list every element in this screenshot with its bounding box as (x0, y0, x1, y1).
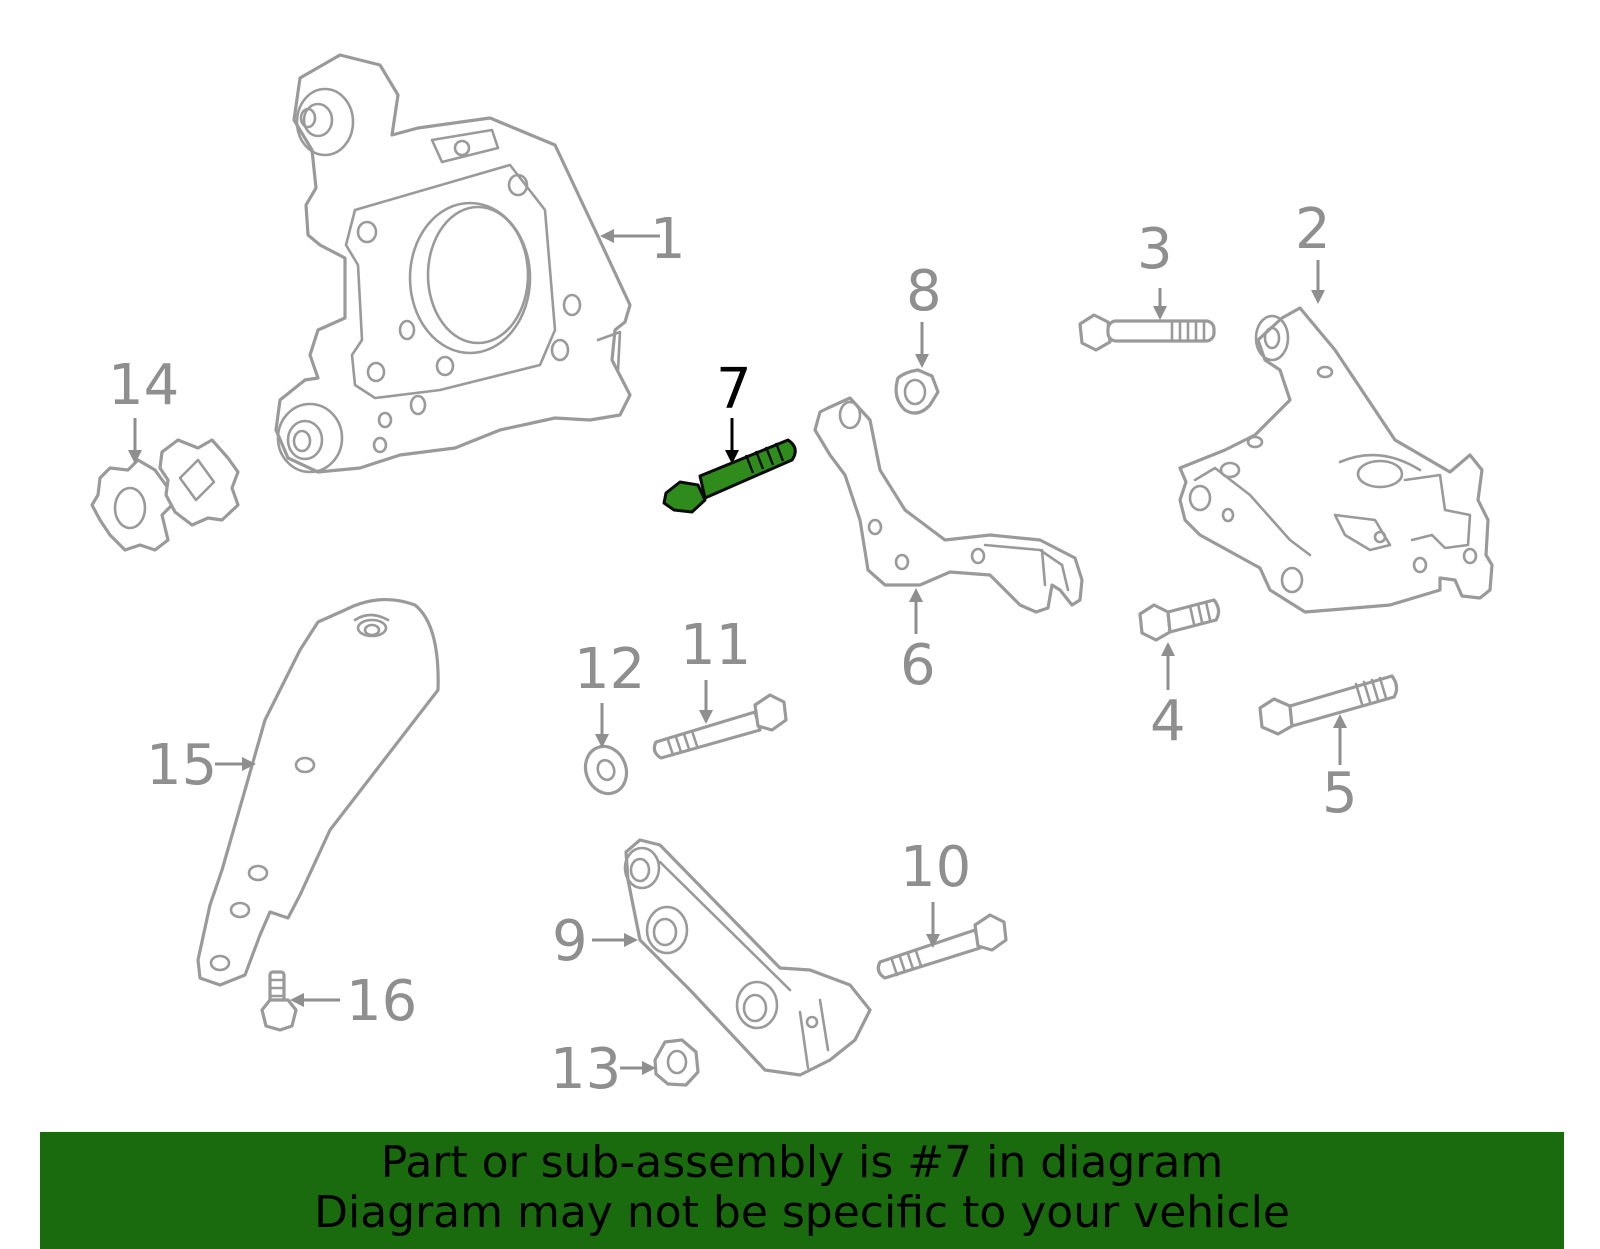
callout-2[interactable]: 2 (1295, 197, 1331, 262)
part-3-bolt[interactable] (1078, 313, 1216, 352)
callout-13[interactable]: 13 (550, 1037, 621, 1102)
callout-1[interactable]: 1 (650, 207, 686, 272)
banner-line-2: Diagram may not be specific to your vehi… (314, 1187, 1290, 1238)
callout-11[interactable]: 11 (680, 613, 751, 678)
callout-16[interactable]: 16 (346, 969, 417, 1034)
part-15-trailing-arm[interactable] (196, 597, 440, 987)
part-13-nut[interactable] (653, 1038, 700, 1087)
part-9-lower-arm[interactable] (623, 838, 872, 1077)
callout-15[interactable]: 15 (146, 733, 217, 798)
part-11-bolt[interactable] (652, 693, 788, 760)
callout-14[interactable]: 14 (108, 353, 179, 418)
part-4-bolt[interactable] (1138, 598, 1221, 642)
parts-diagram: 1 2 3 4 5 6 7 8 9 10 11 12 13 14 15 16 (90, 53, 1494, 1102)
callout-9[interactable]: 9 (552, 909, 588, 974)
part-2-crossmember[interactable] (1178, 306, 1494, 614)
callout-5[interactable]: 5 (1322, 761, 1358, 826)
part-1-knuckle[interactable] (274, 53, 632, 474)
part-16-bolt[interactable] (260, 970, 298, 1032)
part-8-nut[interactable] (894, 368, 940, 415)
part-10-bolt[interactable] (876, 913, 1008, 980)
part-12-washer[interactable] (579, 741, 633, 800)
callout-leaders (128, 229, 1347, 1075)
info-banner: Part or sub-assembly is #7 in diagram Di… (40, 1132, 1564, 1249)
callout-3[interactable]: 3 (1137, 217, 1173, 282)
callout-12[interactable]: 12 (574, 637, 645, 702)
banner-line-1: Part or sub-assembly is #7 in diagram (380, 1137, 1224, 1188)
callout-7[interactable]: 7 (716, 357, 752, 422)
callout-4[interactable]: 4 (1150, 689, 1186, 754)
callout-8[interactable]: 8 (906, 259, 942, 324)
part-5-bolt[interactable] (1258, 674, 1399, 736)
callout-10[interactable]: 10 (900, 835, 971, 900)
part-6-upper-arm[interactable] (813, 396, 1084, 614)
part-7-bolt[interactable] (662, 438, 797, 514)
callout-6[interactable]: 6 (900, 633, 936, 698)
part-14-cam-plates[interactable] (90, 438, 240, 552)
